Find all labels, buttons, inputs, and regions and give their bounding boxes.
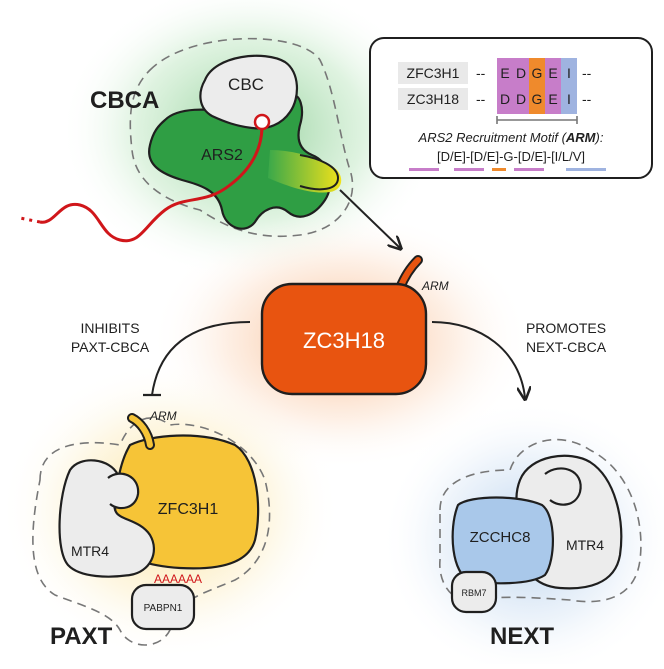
- motif-row1-name-bg: [398, 62, 468, 84]
- paxt-dashed-outline: [32, 417, 271, 646]
- consensus-bar-4: [514, 168, 544, 171]
- zc3h18-protein: [260, 282, 428, 396]
- pabpn1-label: PABPN1: [144, 603, 183, 614]
- motif-row2-name-bg: [398, 88, 468, 110]
- rbm7-protein: [450, 570, 498, 614]
- zfc3h1-label: ZFC3H1: [158, 501, 219, 518]
- zc3h18-arm-label: ARM: [421, 279, 449, 293]
- motif-row1-name: ZFC3H1: [407, 65, 460, 81]
- motif-col2-acidic: [513, 58, 529, 114]
- paxt-title: PAXT: [50, 623, 113, 650]
- rna-cap-circle: [253, 113, 271, 131]
- pabpn1-protein: [130, 583, 196, 631]
- ars2-yellow-region: [268, 150, 342, 193]
- motif-row2-res4: E: [548, 91, 557, 107]
- motif-row2-dash-left: --: [476, 91, 486, 107]
- cbca-dashed-outline: [129, 37, 354, 238]
- motif-caption-suffix: ):: [594, 130, 604, 145]
- motif-row2-res1: D: [500, 91, 510, 107]
- consensus-bar-5: [566, 168, 606, 171]
- consensus-bar-3: [492, 168, 506, 171]
- motif-row2-name: ZC3H18: [407, 91, 459, 107]
- inhibits-line1: INHIBITS: [80, 320, 139, 336]
- paxt-mtr4-arch: [107, 472, 140, 510]
- motif-col1-acidic: [497, 58, 513, 114]
- motif-row2-dash-right: --: [582, 91, 592, 107]
- motif-col5-hydrophobic: [561, 58, 577, 114]
- rna-strand: [39, 125, 264, 243]
- motif-box: ZFC3H1 ZC3H18 -- -- E D G E I D D G E I …: [369, 37, 653, 179]
- paxt-mtr4-label: MTR4: [71, 543, 109, 559]
- promotes-line2: NEXT-CBCA: [526, 339, 607, 355]
- motif-row2-res5: I: [567, 91, 571, 107]
- rna-strand-dotted-end: [19, 216, 41, 224]
- zcchc8-protein: [451, 496, 554, 585]
- arrow-cbca-to-zc3h18: [339, 189, 400, 248]
- rbm7-label: RBM7: [461, 588, 486, 598]
- motif-row2-res3: G: [532, 91, 543, 107]
- next-title: NEXT: [490, 623, 554, 650]
- paxt-complex: ARM ZFC3H1 MTR4 AAAAAA PABPN1 PAXT: [32, 409, 271, 650]
- zc3h18-group: ZC3H18 ARM: [260, 255, 449, 396]
- zc3h18-label: ZC3H18: [303, 328, 385, 353]
- motif-caption: ARS2 Recruitment Motif (ARM):: [418, 130, 604, 145]
- ars2-tail-outline: [299, 154, 340, 191]
- promotes-line1: PROMOTES: [526, 320, 606, 336]
- cbca-complex: CBCA CBC ARS2: [19, 37, 354, 243]
- promote-arrow: [431, 321, 525, 398]
- motif-consensus: [D/E]-[D/E]-G-[D/E]-[I/L/V]: [437, 149, 585, 164]
- zcchc8-label: ZCCHC8: [470, 529, 531, 546]
- consensus-bar-2: [454, 168, 484, 171]
- motif-caption-prefix: ARS2 Recruitment Motif (: [418, 130, 568, 145]
- next-mtr4-arch: [544, 467, 582, 506]
- inhibit-line: [151, 321, 251, 396]
- cbc-protein: [199, 54, 298, 130]
- cbca-title: CBCA: [90, 87, 159, 114]
- inhibits-line2: PAXT-CBCA: [71, 339, 150, 355]
- motif-col3-glycine: [529, 58, 545, 114]
- ars2-label: ARS2: [201, 147, 243, 164]
- motif-caption-arm: ARM: [565, 130, 597, 145]
- polya-tail: AAAAAA: [154, 572, 202, 586]
- paxt-arm-label: ARM: [149, 409, 177, 423]
- motif-row2-res2: D: [516, 91, 526, 107]
- motif-row1-dash-left: --: [476, 65, 486, 81]
- next-complex: ZCCHC8 MTR4 RBM7 NEXT: [439, 438, 642, 650]
- consensus-bar-1: [409, 168, 439, 171]
- motif-row1-res5: I: [567, 65, 571, 81]
- next-mtr4-label: MTR4: [566, 537, 604, 553]
- motif-row1-res3: G: [532, 65, 543, 81]
- motif-row1-res4: E: [548, 65, 557, 81]
- motif-row1-dash-right: --: [582, 65, 592, 81]
- paxt-arm: [129, 415, 153, 448]
- motif-bracket: [496, 116, 578, 124]
- motif-row1-res1: E: [500, 65, 509, 81]
- motif-col4-acidic: [545, 58, 561, 114]
- motif-row1-res2: D: [516, 65, 526, 81]
- cbc-label: CBC: [228, 75, 264, 94]
